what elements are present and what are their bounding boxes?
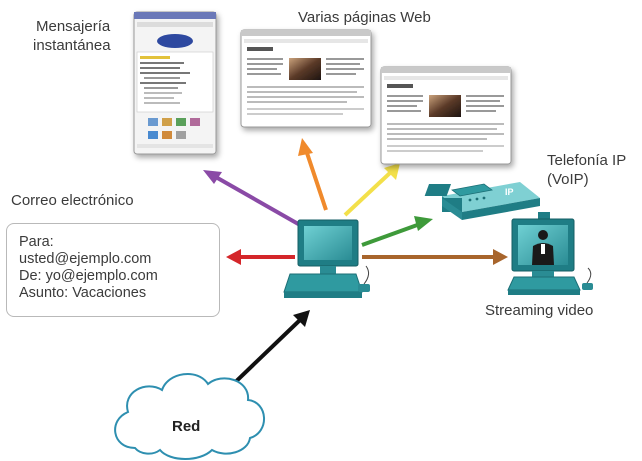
arrow-to-streaming bbox=[362, 249, 508, 265]
ip-badge: IP bbox=[505, 187, 514, 197]
label-voip-line2: (VoIP) bbox=[547, 171, 589, 188]
email-line-from: De: yo@ejemplo.com bbox=[19, 268, 158, 284]
computer-icon bbox=[283, 219, 370, 298]
label-web-pages: Varias páginas Web bbox=[298, 9, 431, 26]
arrow-to-web-1 bbox=[298, 138, 328, 211]
arrow-to-web-2 bbox=[343, 163, 400, 217]
network-cloud-icon bbox=[114, 372, 265, 460]
web-page-icon bbox=[380, 66, 512, 165]
email-message-box: Para: usted@ejemplo.com De: yo@ejemplo.c… bbox=[6, 223, 220, 317]
arrow-to-email bbox=[226, 249, 295, 265]
label-im-line2: instantánea bbox=[33, 37, 111, 54]
ip-phone-icon: IP bbox=[424, 182, 540, 220]
email-line-to-label: Para: bbox=[19, 234, 54, 250]
arrow-to-voip bbox=[361, 216, 433, 247]
web-page-icon bbox=[240, 29, 372, 128]
video-terminal-icon bbox=[507, 212, 593, 295]
label-network: Red bbox=[172, 418, 201, 435]
email-line-to-address: usted@ejemplo.com bbox=[19, 251, 152, 267]
label-im-line1: Mensajería bbox=[36, 18, 111, 35]
arrow-from-network bbox=[223, 310, 310, 394]
label-voip-line1: Telefonía IP bbox=[547, 152, 627, 169]
arrow-to-im bbox=[203, 170, 301, 227]
email-line-subject: Asunto: Vacaciones bbox=[19, 285, 147, 301]
label-streaming: Streaming video bbox=[485, 302, 594, 319]
instant-messenger-icon bbox=[133, 11, 217, 155]
label-email-title: Correo electrónico bbox=[11, 192, 134, 209]
